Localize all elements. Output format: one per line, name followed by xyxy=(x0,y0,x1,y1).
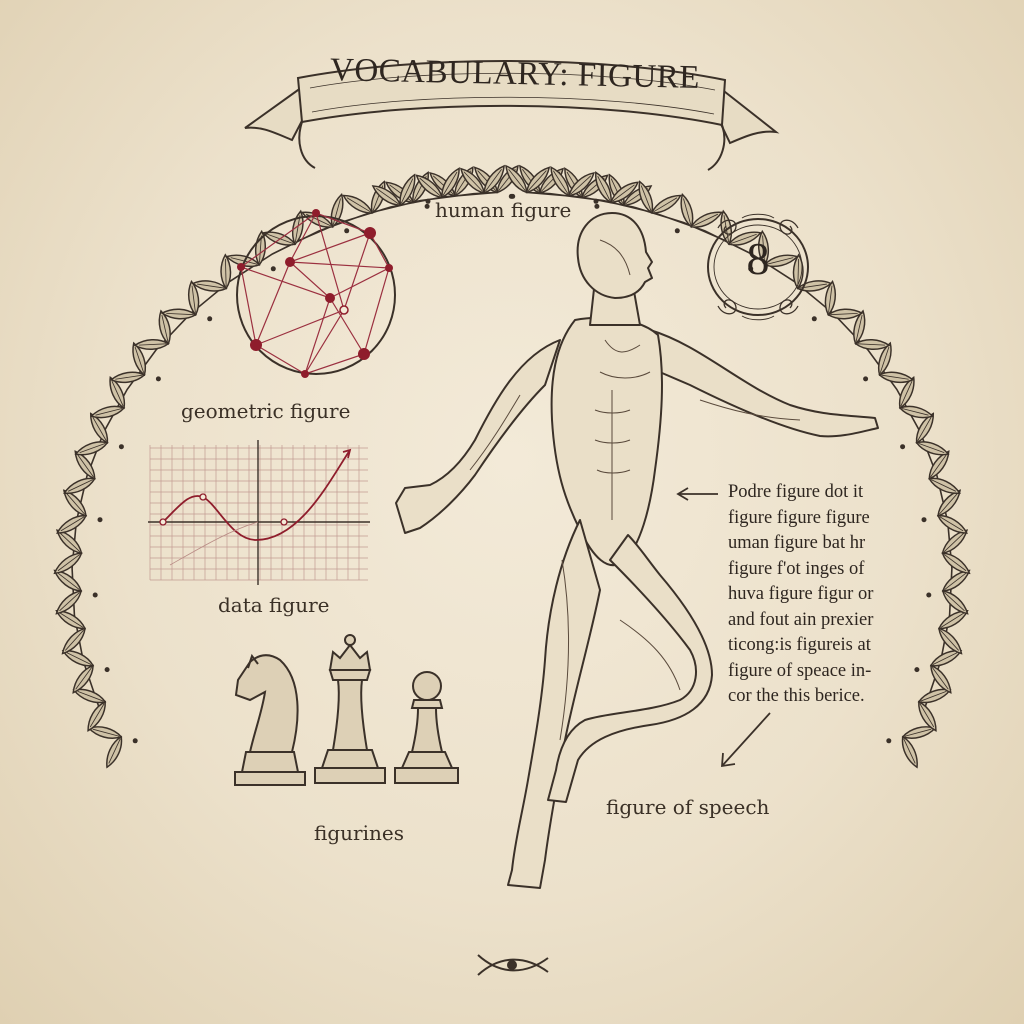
laurel-berry xyxy=(594,203,600,209)
laurel-berry xyxy=(132,738,138,744)
laurel-leaf xyxy=(926,473,963,499)
geometric-figure-illustration xyxy=(236,209,396,378)
paragraph-line: cor the this berice. xyxy=(728,686,865,706)
anatomical-human-figure xyxy=(395,212,879,889)
laurel-leaf xyxy=(51,548,86,578)
laurel-leaf xyxy=(289,209,307,246)
label-geometric-figure: geometric figure xyxy=(181,399,351,423)
laurel-berry xyxy=(926,592,932,598)
paragraph-line: figure f'ot inges of xyxy=(728,558,865,579)
laurel-wreath-left xyxy=(50,162,655,770)
laurel-berry xyxy=(207,316,213,322)
laurel-berry xyxy=(104,667,110,673)
crossed-ribbon-ornament xyxy=(477,954,549,976)
laurel-berry xyxy=(914,667,920,673)
pointer-arrow-down xyxy=(721,712,771,768)
laurel-berry xyxy=(92,592,98,598)
chess-knight xyxy=(234,653,306,786)
chess-queen xyxy=(314,634,386,784)
label-human-figure: human figure xyxy=(435,198,572,222)
laurel-berry xyxy=(97,517,103,523)
laurel-leaf xyxy=(648,190,684,218)
laurel-berry xyxy=(811,316,817,322)
paragraph-line: huva figure figur or xyxy=(728,584,874,604)
laurel-leaf xyxy=(854,338,891,351)
laurel-berry xyxy=(425,198,431,204)
paragraph-line: Podre figure dot it xyxy=(728,482,864,502)
laurel-leaf xyxy=(161,307,197,321)
laurel-leaf xyxy=(340,190,376,218)
ornamental-badge xyxy=(707,213,809,321)
laurel-berry xyxy=(344,228,350,234)
laurel-berry xyxy=(155,376,161,382)
laurel-berry xyxy=(510,193,516,199)
label-figurines: figurines xyxy=(314,821,404,845)
chess-pawn xyxy=(394,671,459,784)
paragraph-line: figure figure figure xyxy=(728,507,870,528)
pointer-arrow-left xyxy=(676,487,718,501)
laurel-berry xyxy=(900,444,906,450)
paragraph-line: and fout ain prexier xyxy=(728,609,874,630)
laurel-berry xyxy=(270,266,276,272)
laurel-wreath-right xyxy=(369,162,974,770)
laurel-leaf xyxy=(101,734,127,770)
paragraph-line: uman figure bat hr xyxy=(728,533,866,553)
laurel-berry xyxy=(424,203,430,209)
laurel-leaf xyxy=(897,734,923,770)
figure-of-speech-paragraph: Podre figure dot it figure figure figure… xyxy=(728,480,928,710)
laurel-berry xyxy=(674,228,680,234)
laurel-berry xyxy=(748,266,754,272)
laurel-leaf xyxy=(934,510,970,538)
paragraph-line: ticong:is figureis at xyxy=(728,635,871,655)
label-data-figure: data figure xyxy=(218,593,330,617)
badge-number: 8 xyxy=(746,233,770,284)
laurel-leaf xyxy=(938,548,973,578)
laurel-berry xyxy=(886,738,892,744)
laurel-berry xyxy=(921,517,927,523)
line-graph-illustration xyxy=(148,440,370,585)
banner-ribbon xyxy=(244,60,780,171)
laurel-berry xyxy=(863,376,869,382)
laurel-berry xyxy=(118,444,124,450)
paragraph-line: figure of speace in- xyxy=(728,660,872,681)
laurel-leaf xyxy=(133,338,170,351)
label-figure-of-speech: figure of speech xyxy=(606,795,770,819)
laurel-leaf xyxy=(827,307,863,321)
